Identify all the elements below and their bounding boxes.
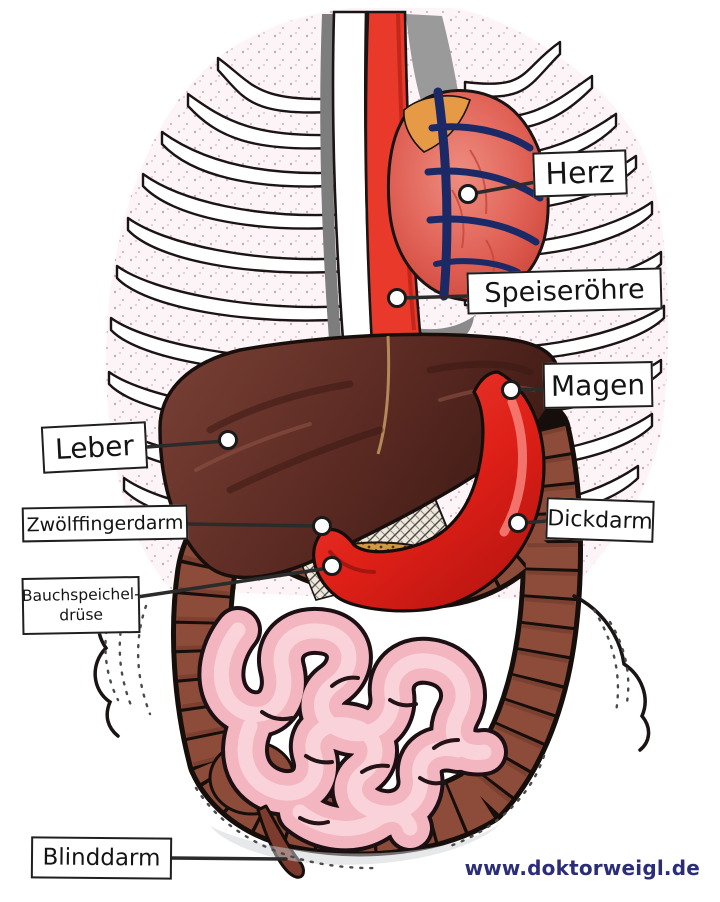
watermark-url: www.doktorweigl.de bbox=[464, 856, 700, 880]
label-zwoelffingerdarm-text: Zwölffingerdarm bbox=[26, 511, 184, 536]
intestine-creases bbox=[260, 675, 460, 826]
leader-blinddarm bbox=[169, 856, 288, 861]
leader-lines bbox=[135, 180, 550, 861]
leader-dot-bauchspeicheldruese bbox=[322, 556, 342, 576]
liver-falciform-line bbox=[376, 335, 391, 455]
leader-dot-zwoelffingerdarm bbox=[312, 516, 332, 536]
label-bauchspeicheldruese-line1: Bauchspeichel- bbox=[21, 585, 140, 606]
label-bauchspeicheldruese-line2: drüse bbox=[59, 605, 104, 624]
leader-dot-leber bbox=[218, 430, 238, 450]
leader-dot-dickdarm bbox=[508, 513, 528, 533]
label-herz: Herz bbox=[532, 149, 628, 198]
label-blinddarm: Blinddarm bbox=[30, 836, 173, 880]
leader-bauchspeicheldruese bbox=[135, 566, 331, 599]
label-speiseroehre-text: Speiseröhre bbox=[483, 273, 646, 309]
label-bauchspeicheldruese: Bauchspeichel- drüse bbox=[21, 575, 141, 636]
label-speiseroehre: Speiseröhre bbox=[466, 267, 663, 315]
leader-dot-speiseroehre bbox=[387, 288, 407, 308]
label-blinddarm-text: Blinddarm bbox=[42, 844, 161, 872]
leader-leber bbox=[145, 439, 227, 449]
duodenum-crease bbox=[328, 550, 376, 574]
liver-shading bbox=[206, 360, 534, 494]
label-magen: Magen bbox=[542, 361, 654, 409]
label-leber-text: Leber bbox=[54, 428, 135, 467]
leader-dot-magen bbox=[501, 380, 521, 400]
small-intestine bbox=[197, 606, 508, 853]
leader-herz bbox=[468, 180, 538, 196]
label-herz-text: Herz bbox=[544, 154, 616, 193]
label-dickdarm-text: Dickdarm bbox=[546, 505, 654, 535]
liver bbox=[158, 332, 560, 580]
heart-vessels bbox=[424, 87, 544, 301]
leader-speiseroehre bbox=[398, 294, 472, 300]
leader-dot-herz bbox=[458, 184, 478, 204]
label-dickdarm: Dickdarm bbox=[545, 497, 655, 543]
leader-zwoelffingerdarm bbox=[185, 522, 320, 528]
label-magen-text: Magen bbox=[550, 367, 646, 403]
label-leber: Leber bbox=[40, 421, 149, 474]
label-zwoelffingerdarm: Zwölffingerdarm bbox=[21, 504, 189, 543]
